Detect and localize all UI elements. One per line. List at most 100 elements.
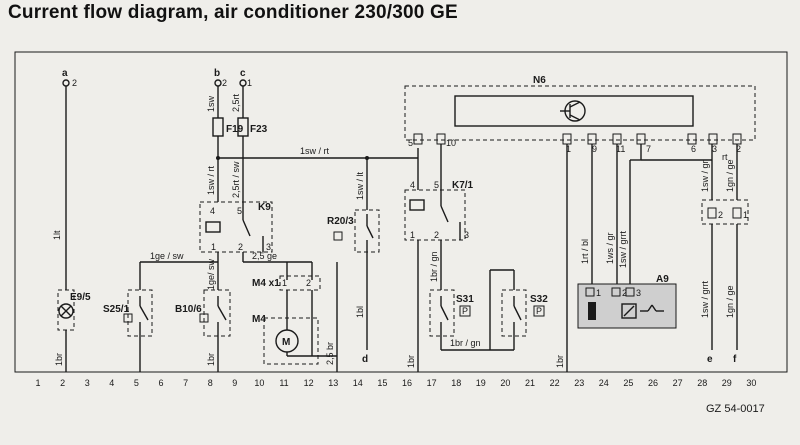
grid-number: 14	[353, 378, 363, 388]
svg-text:1: 1	[566, 144, 571, 154]
label-s31: S31	[456, 294, 474, 305]
svg-text:5: 5	[408, 138, 413, 148]
wire-label-gn-ge: 1gn / ge	[725, 159, 735, 192]
grid-number: 25	[623, 378, 633, 388]
grid-number: 8	[208, 378, 213, 388]
wire-label-srt-top: 2,5rt	[231, 93, 241, 112]
svg-text:2: 2	[306, 278, 311, 288]
svg-text:M: M	[282, 337, 290, 348]
svg-text:4: 4	[410, 180, 415, 190]
grid-number: 23	[574, 378, 584, 388]
wire-label-br-8: 1br	[206, 353, 216, 366]
svg-text:6: 6	[691, 144, 696, 154]
grid-number: 6	[158, 378, 163, 388]
svg-text:1: 1	[247, 78, 252, 88]
a9-coil	[621, 303, 637, 319]
svg-text:1: 1	[282, 278, 287, 288]
label-a9: A9	[656, 274, 669, 285]
label-m4: M4	[252, 314, 266, 325]
svg-text:2: 2	[736, 144, 741, 154]
grid-number: 7	[183, 378, 188, 388]
svg-text:2: 2	[718, 210, 723, 220]
svg-text:3: 3	[712, 144, 717, 154]
svg-text:7: 7	[646, 144, 651, 154]
label-k9: K9	[258, 202, 271, 213]
connector-right	[701, 199, 749, 225]
terminal-a-dot	[62, 79, 70, 87]
wire-label-br-gn: 1br / gn	[429, 251, 439, 282]
drawing-code: GZ 54-0017	[706, 403, 765, 415]
connector-m4x1	[279, 275, 321, 291]
grid-number: 12	[304, 378, 314, 388]
svg-text:2: 2	[238, 242, 243, 252]
wire-label-ws-gr: 1ws / gr	[605, 232, 615, 264]
svg-text:5: 5	[237, 206, 242, 216]
svg-text:2: 2	[222, 78, 227, 88]
grid-number: 17	[427, 378, 437, 388]
k7-coil	[409, 199, 425, 211]
wire-label-br-16: 1br	[406, 355, 416, 368]
output-d: d	[362, 354, 368, 365]
label-r20-3: R20/3	[327, 216, 354, 227]
wire-label-br-2: 1br	[54, 353, 64, 366]
svg-text:10: 10	[446, 138, 456, 148]
svg-text:1: 1	[211, 242, 216, 252]
grid-number: 24	[599, 378, 609, 388]
wire-label-sw-gr: 1sw / gr	[700, 160, 710, 192]
wire-label-bl: 1bl	[355, 306, 365, 318]
svg-text:5: 5	[434, 180, 439, 190]
svg-text:1: 1	[410, 230, 415, 240]
a9-diode	[588, 302, 596, 320]
lamp-symbol	[58, 303, 74, 319]
output-f: f	[733, 354, 737, 365]
grid-number: 30	[746, 378, 756, 388]
wire-label-ge-sw: 1ge / sw	[150, 251, 184, 261]
label-s25-1: S25/1	[103, 304, 130, 315]
wire-label-srt-sw-f23: 2,5rt / sw	[231, 161, 241, 198]
grid-number: 20	[500, 378, 510, 388]
k9-coil	[205, 221, 221, 233]
label-b10-6: B10/6	[175, 304, 202, 315]
n6-module	[454, 95, 694, 127]
terminal-a-pin: 2	[72, 78, 77, 88]
svg-text:1: 1	[596, 288, 601, 298]
output-e: e	[707, 354, 713, 365]
grid-number: 21	[525, 378, 535, 388]
grid-number: 1	[35, 378, 40, 388]
wire-label-br-gn-17: 1br / gn	[450, 338, 481, 348]
svg-text:2: 2	[434, 230, 439, 240]
switch-s31	[429, 289, 455, 337]
label-s32: S32	[530, 294, 548, 305]
page-title: Current flow diagram, air conditioner 23…	[8, 2, 458, 23]
grid-number: 9	[232, 378, 237, 388]
switch-b10-6	[203, 289, 231, 337]
wire-label-sw-grrt: 1sw / grrt	[618, 230, 628, 268]
grid-number: 22	[550, 378, 560, 388]
grid-number: 26	[648, 378, 658, 388]
svg-text:3: 3	[636, 288, 641, 298]
label-f23: F23	[250, 124, 268, 135]
wire-label-bus: 1sw / rt	[300, 146, 330, 156]
wire-label-br-22: 1br	[555, 355, 565, 368]
grid-number: 28	[697, 378, 707, 388]
svg-text:1: 1	[743, 210, 748, 220]
grid-number: 3	[85, 378, 90, 388]
wire-label-ge-25: 2,5 ge	[252, 251, 277, 261]
terminal-a: a	[62, 68, 68, 79]
svg-text:P: P	[462, 306, 468, 316]
grid-number: 13	[328, 378, 338, 388]
label-k7-1: K7/1	[452, 180, 474, 191]
svg-text:2: 2	[622, 288, 627, 298]
grid-number: 10	[254, 378, 264, 388]
grid-number: 4	[109, 378, 114, 388]
grid-number: 5	[134, 378, 139, 388]
motor-m4-box	[263, 317, 319, 365]
grid-number: 2	[60, 378, 65, 388]
wire-label-rt: rt	[722, 152, 728, 162]
svg-text:11: 11	[616, 144, 625, 154]
grid-number: 15	[377, 378, 387, 388]
grid-number: 27	[673, 378, 683, 388]
label-e9-5: E9/5	[70, 292, 91, 303]
svg-text:4: 4	[210, 206, 215, 216]
